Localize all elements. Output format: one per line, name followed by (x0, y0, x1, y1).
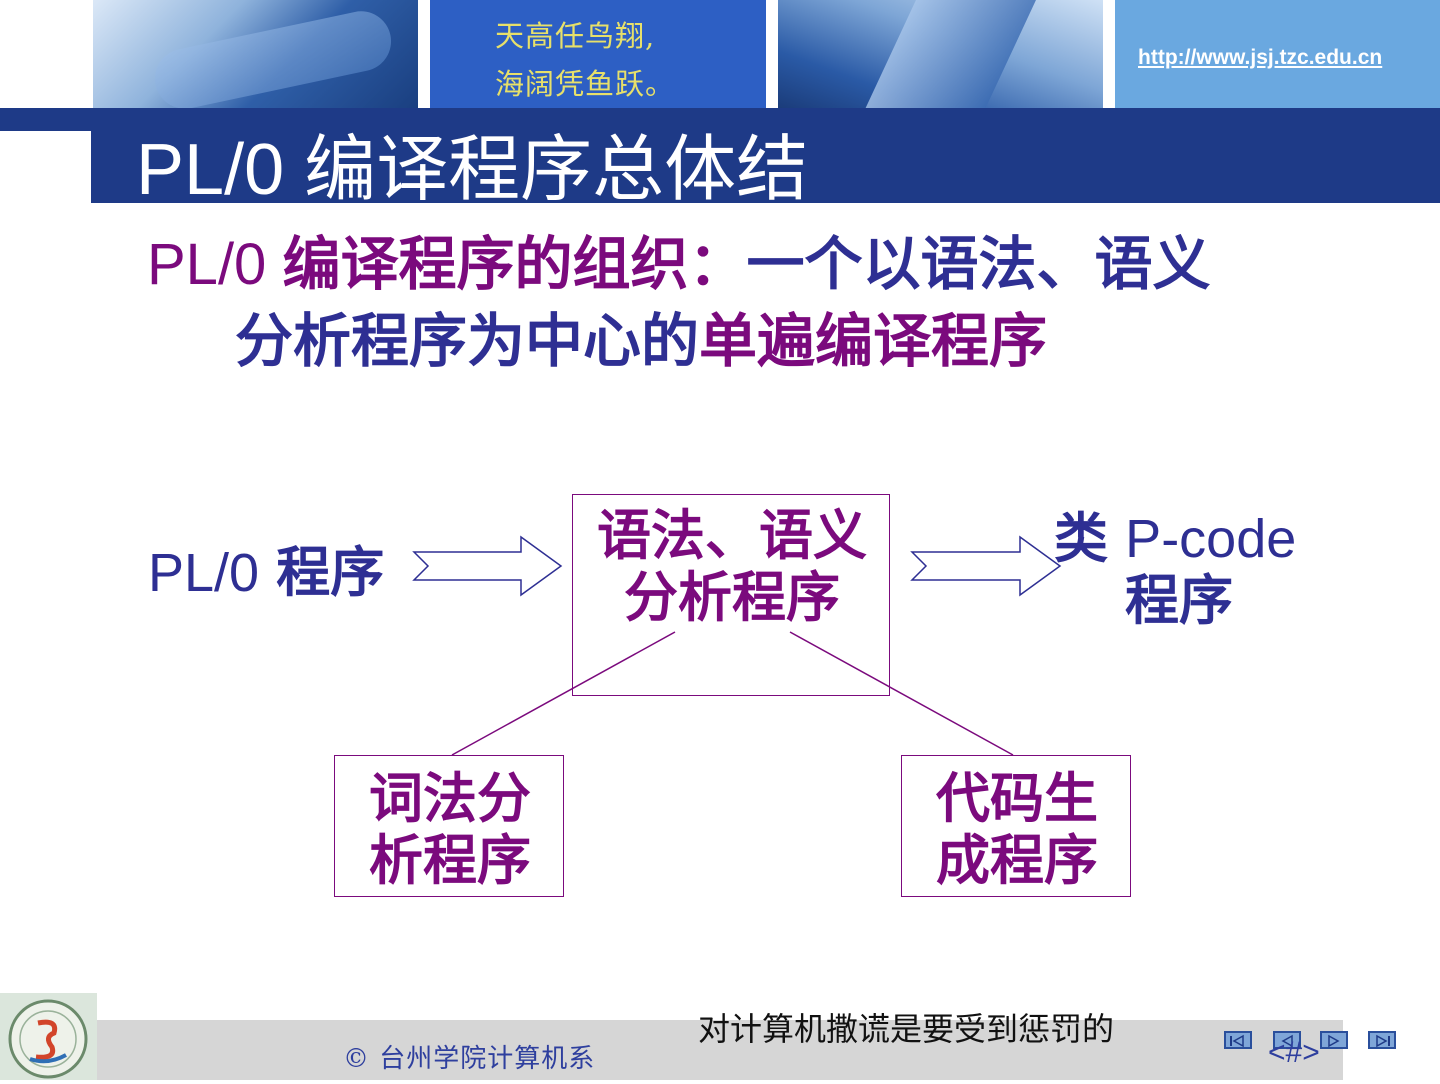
prev-slide-button[interactable] (1273, 1031, 1301, 1049)
subtitle-organization: 编译程序的组织： (282, 230, 747, 298)
motto: 天高任鸟翔, 海阔凭鱼跃。 (495, 12, 675, 108)
subtitle-line-2: 分析程序为中心的单遍编译程序 (235, 305, 1047, 377)
subtitle-center: 分析程序为中心的 (235, 307, 700, 375)
slide-title: PL/0 编译程序总体结 (136, 130, 809, 203)
connector-left (451, 631, 676, 756)
codegen-box-label: 代码生成程序 (936, 767, 1098, 892)
last-slide-button[interactable] (1368, 1031, 1396, 1049)
header-motto-panel (430, 0, 766, 108)
footer-quote: 对计算机撒谎是要受到惩罚的 (698, 1010, 1115, 1048)
site-url-link[interactable]: http://www.jsj.tzc.edu.cn (1138, 46, 1383, 69)
output-pcode: P-code (1125, 509, 1297, 569)
output-program-label: 类 P-code (1054, 508, 1296, 570)
codegen-box: 代码生成程序 (901, 755, 1131, 897)
last-slide-icon (1376, 1034, 1390, 1048)
input-pl0: PL/0 (148, 543, 260, 603)
motto-line-2: 海阔凭鱼跃。 (495, 67, 676, 101)
output-program: 程序 (1125, 569, 1233, 632)
header-image-keyboard (93, 0, 418, 108)
parser-box-label: 语法、语义分析程序 (597, 504, 867, 629)
motto-line-1: 天高任鸟翔, (495, 19, 656, 53)
prev-slide-icon (1281, 1034, 1293, 1048)
parser-box: 语法、语义分析程序 (572, 494, 890, 696)
first-slide-button[interactable] (1224, 1031, 1252, 1049)
copyright-text: © 台州学院计算机系 (343, 1044, 596, 1074)
header-url-panel (1115, 0, 1440, 108)
title-band: PL/0 编译程序总体结 (91, 108, 1440, 203)
university-logo (0, 993, 97, 1080)
input-program-label: PL/0 程序 (148, 542, 384, 604)
subtitle-pl0: PL/0 (147, 232, 283, 297)
lexer-box-label: 词法分析程序 (369, 767, 531, 892)
output-class-prefix: 类 (1054, 507, 1108, 570)
output-program-suffix-line: 程序 (1125, 570, 1233, 632)
subtitle-single-pass: 单遍编译程序 (699, 307, 1048, 375)
next-slide-icon (1328, 1034, 1340, 1048)
logo-seal-icon (8, 999, 88, 1079)
page-number: <#> (1268, 1036, 1320, 1069)
connector-right (789, 631, 1014, 756)
footer-bar (97, 1020, 1343, 1080)
subtitle-line-1: PL/0 编译程序的组织：一个以语法、语义 (147, 228, 1210, 301)
output-arrow (910, 535, 1062, 597)
subtitle-description: 一个以语法、语义 (746, 230, 1211, 298)
header-image-building (778, 0, 1103, 108)
input-arrow (412, 535, 563, 597)
lexer-box: 词法分析程序 (334, 755, 564, 897)
next-slide-button[interactable] (1320, 1031, 1348, 1049)
first-slide-icon (1230, 1034, 1244, 1048)
input-program: 程序 (276, 541, 385, 604)
